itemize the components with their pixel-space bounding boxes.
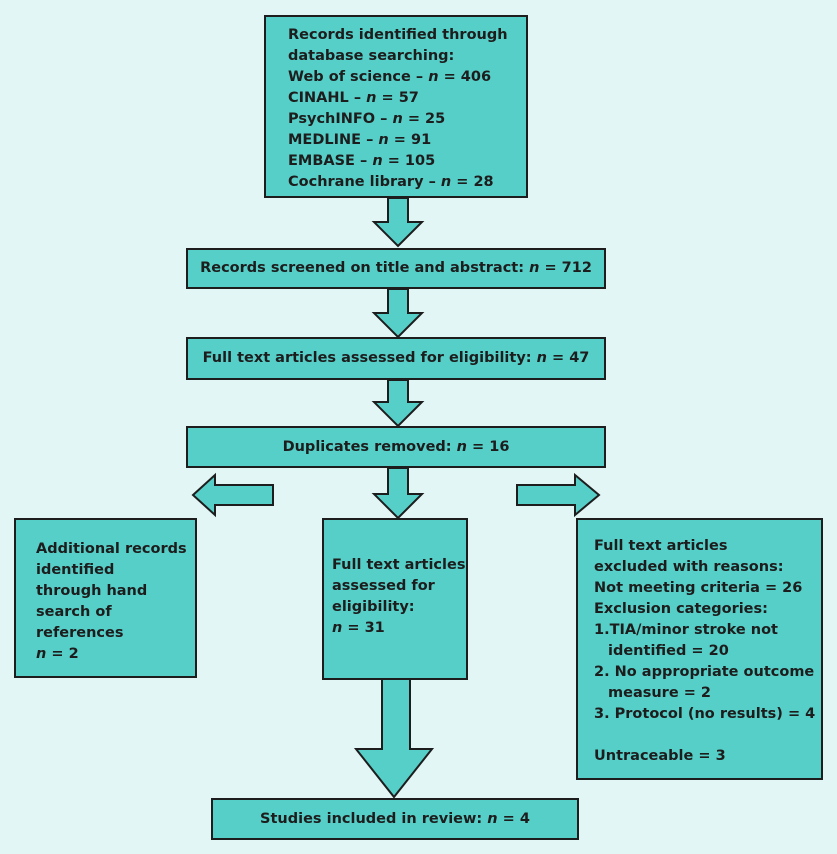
excluded-line-2: excluded with reasons:	[594, 559, 784, 575]
excluded-line-3: Not meeting criteria = 26	[594, 580, 803, 596]
source-row-medline: MEDLINE – n = 91	[288, 132, 432, 148]
middle-count: n = 31	[332, 620, 385, 636]
source-row-cinahl: CINAHL – n = 57	[288, 90, 419, 106]
additional-line-2: identified	[36, 562, 115, 578]
included-text: Studies included in review: n = 4	[260, 810, 530, 827]
additional-records-box: Additional records identified through ha…	[14, 518, 197, 678]
excluded-indent-2: measure = 2	[608, 685, 712, 701]
middle-line-3: eligibility:	[332, 599, 415, 615]
studies-included-box: Studies included in review: n = 4	[211, 798, 579, 840]
down-arrow-1	[371, 197, 425, 248]
identified-heading-1: Records identified through	[288, 27, 508, 43]
duplicates-removed-box: Duplicates removed: n = 16	[186, 426, 606, 468]
down-arrow-2	[371, 288, 425, 339]
source-row-web-of-science: Web of science – n = 406	[288, 69, 492, 85]
screened-text: Records screened on title and abstract: …	[200, 260, 592, 276]
excluded-untraceable: Untraceable = 3	[594, 748, 726, 764]
source-row-embase: EMBASE – n = 105	[288, 153, 436, 169]
source-row-cochrane: Cochrane library – n = 28	[288, 174, 494, 190]
right-arrow	[516, 472, 601, 518]
full-text-eligibility-box: Full text articles assessed for eligibil…	[322, 518, 468, 680]
excluded-line-5: 1.TIA/minor stroke not	[594, 622, 778, 638]
middle-line-2: assessed for	[332, 578, 435, 594]
excluded-spacer	[594, 725, 821, 746]
left-arrow	[191, 472, 274, 518]
down-arrow-3	[371, 379, 425, 428]
full-text-assessed-box: Full text articles assessed for eligibil…	[186, 337, 606, 380]
excluded-item-2: 2. No appropriate outcome	[594, 664, 815, 680]
excluded-articles-box: Full text articles excluded with reasons…	[576, 518, 823, 780]
additional-line-5: references	[36, 625, 124, 641]
additional-line-1: Additional records	[36, 541, 187, 557]
down-arrow-4	[371, 467, 425, 520]
source-row-psychinfo: PsychINFO – n = 25	[288, 111, 446, 127]
records-identified-box: Records identified through database sear…	[264, 15, 528, 198]
excluded-line-4: Exclusion categories:	[594, 601, 768, 617]
excluded-item-3: 3. Protocol (no results) = 4	[594, 706, 816, 722]
additional-count: n = 2	[36, 646, 79, 662]
additional-line-3: through hand	[36, 583, 148, 599]
records-screened-box: Records screened on title and abstract: …	[186, 248, 606, 289]
identified-heading-2: database searching:	[288, 48, 455, 64]
middle-line-1: Full text articles	[332, 557, 466, 573]
excluded-indent-1: identified = 20	[608, 643, 729, 659]
excluded-line-1: Full text articles	[594, 538, 728, 554]
assessed-text: Full text articles assessed for eligibil…	[202, 350, 590, 366]
additional-line-4: search of	[36, 604, 112, 620]
down-arrow-long	[353, 678, 435, 799]
duplicates-text: Duplicates removed: n = 16	[282, 438, 510, 455]
